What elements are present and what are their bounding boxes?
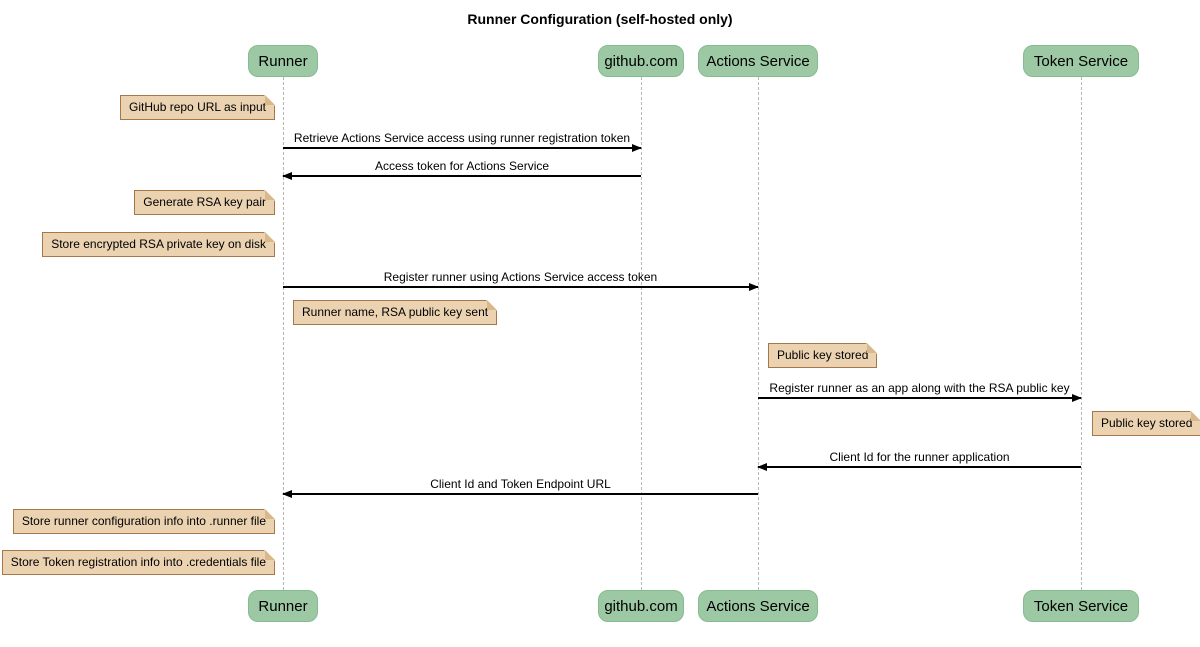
- lifeline-actions-service: [758, 77, 759, 590]
- lifeline-runner: [283, 77, 284, 590]
- lifeline-github: [641, 77, 642, 590]
- diagram-title: Runner Configuration (self-hosted only): [467, 11, 733, 27]
- note-public-key-stored-actions: Public key stored: [768, 343, 878, 368]
- message-client-id-endpoint: Client Id and Token Endpoint URL: [283, 478, 758, 495]
- note-github-repo-url: GitHub repo URL as input: [120, 95, 275, 120]
- message-retrieve-access: Retrieve Actions Service access using ru…: [283, 132, 641, 149]
- message-register-runner: Register runner using Actions Service ac…: [283, 271, 758, 288]
- note-store-private-key: Store encrypted RSA private key on disk: [42, 232, 275, 257]
- participant-token-service-bottom: Token Service: [1023, 590, 1139, 622]
- message-client-id: Client Id for the runner application: [758, 451, 1081, 468]
- arrow-right-icon: [758, 397, 1081, 399]
- note-runner-name-sent: Runner name, RSA public key sent: [293, 300, 498, 325]
- arrow-right-icon: [283, 286, 758, 288]
- participant-token-service-top: Token Service: [1023, 45, 1139, 77]
- note-generate-rsa: Generate RSA key pair: [134, 190, 275, 215]
- message-access-token: Access token for Actions Service: [283, 160, 641, 177]
- participant-github-bottom: github.com: [598, 590, 684, 622]
- arrow-left-icon: [758, 466, 1081, 468]
- participant-actions-service-top: Actions Service: [698, 45, 818, 77]
- message-label: Client Id and Token Endpoint URL: [430, 477, 611, 491]
- lifeline-token-service: [1081, 77, 1082, 590]
- message-label: Register runner as an app along with the…: [769, 381, 1070, 395]
- arrow-left-icon: [283, 175, 641, 177]
- message-label: Client Id for the runner application: [829, 450, 1010, 464]
- participant-github-top: github.com: [598, 45, 684, 77]
- message-register-app: Register runner as an app along with the…: [758, 382, 1081, 399]
- participant-runner-top: Runner: [248, 45, 318, 77]
- arrow-left-icon: [283, 493, 758, 495]
- note-store-credentials-file: Store Token registration info into .cred…: [1, 550, 276, 575]
- message-label: Access token for Actions Service: [374, 159, 550, 173]
- participant-runner-bottom: Runner: [248, 590, 318, 622]
- message-label: Retrieve Actions Service access using ru…: [293, 131, 631, 145]
- note-public-key-stored-token: Public key stored: [1092, 411, 1200, 436]
- arrow-right-icon: [283, 147, 641, 149]
- participant-actions-service-bottom: Actions Service: [698, 590, 818, 622]
- note-store-runner-file: Store runner configuration info into .ru…: [12, 509, 276, 534]
- message-label: Register runner using Actions Service ac…: [383, 270, 658, 284]
